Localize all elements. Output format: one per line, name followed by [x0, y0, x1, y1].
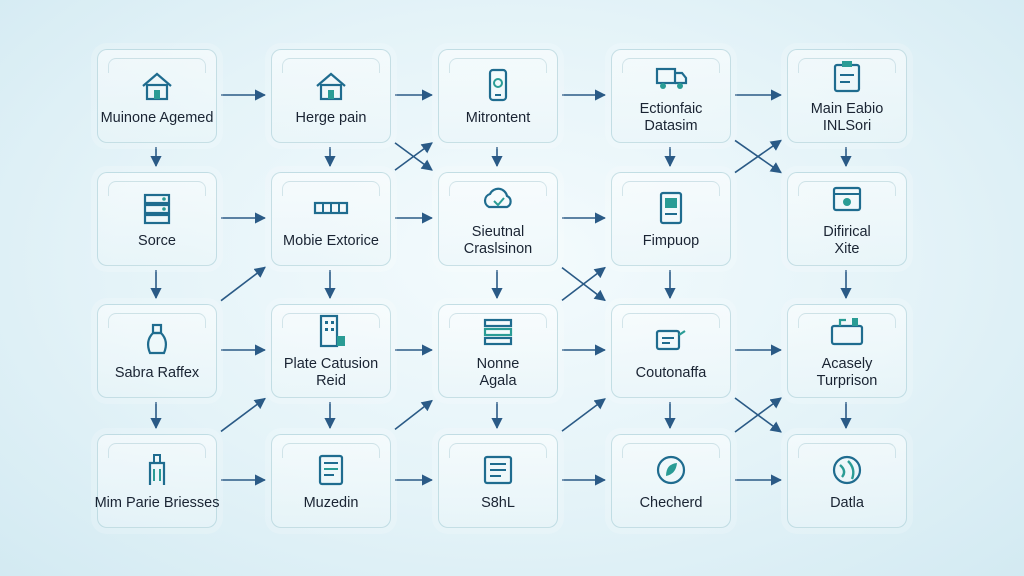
phone-icon [488, 68, 508, 101]
rack-icon [313, 201, 349, 214]
node-n20[interactable]: Datla [787, 434, 907, 528]
delivery-icon [655, 329, 686, 350]
connector-n17-n13 [394, 399, 433, 431]
node-n10[interactable]: Difirical Xite [787, 172, 907, 266]
node-label: Herge pain [295, 109, 367, 126]
truck-icon [655, 67, 688, 89]
node-n5[interactable]: Main Eabio INLSori [787, 49, 907, 143]
node-n8[interactable]: Sieutnal Craslsinon [438, 172, 558, 266]
node-n16[interactable]: Mim Parie Briesses [94, 434, 220, 528]
node-label: Muzedin [303, 494, 359, 511]
node-label: Datla [830, 494, 864, 511]
node-n9[interactable]: Fimpuop [611, 172, 731, 266]
node-label: Acasely Turprison [816, 356, 878, 389]
node-label: Fimpuop [642, 232, 700, 249]
node-n3[interactable]: Mitrontent [438, 49, 558, 143]
tools-icon [830, 318, 864, 346]
document-icon [318, 454, 344, 485]
tower-icon [148, 453, 166, 485]
book-icon [659, 191, 683, 224]
house-icon [316, 72, 346, 100]
node-label: Mitrontent [465, 109, 531, 126]
node-n6[interactable]: Sorce [97, 172, 217, 266]
node-label: Mobie Extorice [283, 232, 379, 249]
node-n17[interactable]: Muzedin [271, 434, 391, 528]
leaf-icon [656, 455, 686, 484]
clipboard-icon [833, 61, 861, 93]
node-label: S8hL [481, 494, 515, 511]
node-label: Muinone Agemed [100, 109, 214, 126]
node-n1[interactable]: Muinone Agemed [97, 49, 217, 143]
connector-n16-n12 [220, 397, 266, 433]
node-n12[interactable]: Plate Catusion Reid [271, 304, 391, 398]
node-n15[interactable]: Acasely Turprison [787, 304, 907, 398]
node-n18[interactable]: S8hL [438, 434, 558, 528]
window-icon [832, 186, 862, 212]
node-n19[interactable]: Checherd [611, 434, 731, 528]
node-label: Mim Parie Briesses [94, 494, 220, 511]
node-label: Ectionfaic Datasim [639, 101, 703, 134]
node-label: Sorce [138, 232, 176, 249]
connector-n14-n20 [734, 397, 782, 433]
node-label: Sieutnal Craslsinon [463, 224, 533, 257]
connector-n7-n3 [394, 142, 433, 171]
node-n4[interactable]: Ectionfaic Datasim [611, 49, 731, 143]
list-icon [483, 455, 513, 484]
building-icon [319, 314, 345, 348]
connector-n13-n9 [561, 266, 606, 302]
server-icon [143, 193, 171, 224]
node-n2[interactable]: Herge pain [271, 49, 391, 143]
node-label: Plate Catusion Reid [283, 356, 379, 389]
node-label: Checherd [639, 494, 703, 511]
stack-icon [483, 318, 513, 346]
node-label: Difirical Xite [823, 224, 871, 257]
node-n11[interactable]: Sabra Raffex [97, 304, 217, 398]
house-icon [142, 72, 172, 100]
node-label: Nonne Agala [476, 356, 520, 389]
cloud-icon [483, 187, 512, 209]
node-label: Main Eabio INLSori [810, 101, 884, 134]
bottle-icon [146, 323, 168, 354]
node-n7[interactable]: Mobie Extorice [271, 172, 391, 266]
globe-icon [832, 455, 862, 484]
connector-n18-n14 [561, 398, 606, 432]
node-label: Sabra Raffex [114, 364, 200, 381]
node-n14[interactable]: Coutonaffa [611, 304, 731, 398]
connector-n11-n7 [220, 266, 266, 302]
connector-n9-n5 [734, 139, 782, 174]
node-label: Coutonaffa [635, 364, 707, 381]
node-n13[interactable]: Nonne Agala [438, 304, 558, 398]
